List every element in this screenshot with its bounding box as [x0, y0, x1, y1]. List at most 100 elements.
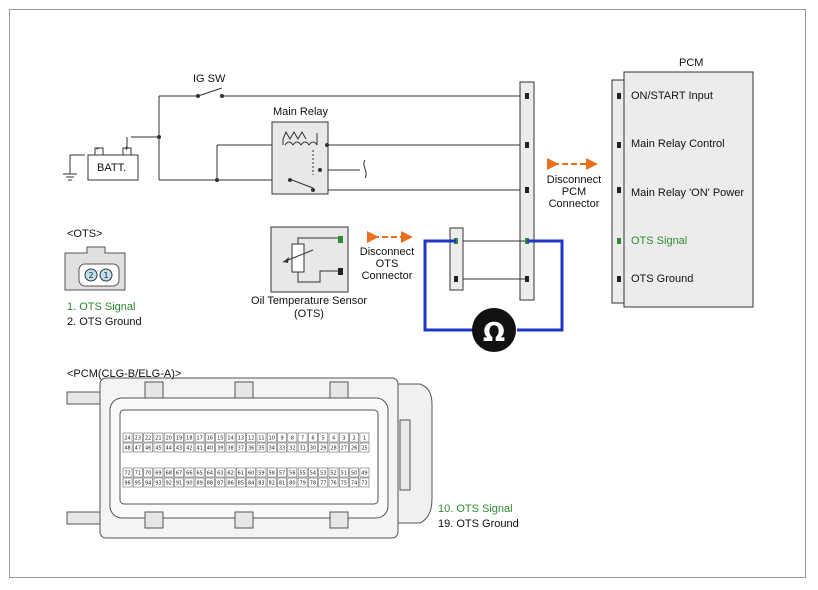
pcm-pin-cell [359, 467, 370, 478]
pcm-pin-cell [318, 467, 329, 478]
pcm-connector-face [66, 377, 433, 539]
pcm-pin-number: 95 [135, 481, 141, 487]
pcm-pin-cell [338, 432, 349, 443]
pcm-pin-number: 93 [155, 481, 161, 487]
pcm-pin-cell [246, 467, 257, 478]
pcm-pin-number: 23 [135, 436, 141, 442]
pcm-pin-cell [225, 442, 236, 453]
pcm-pin-number: 83 [258, 481, 264, 487]
pcm-pin-cell [246, 432, 257, 443]
pcm-pin-cell [236, 442, 246, 453]
pcm-pin-cell [174, 432, 184, 443]
pcm-pin-cell [143, 477, 154, 488]
pcm-pin-cell [163, 442, 174, 453]
pcm-legend-signal: 10. OTS Signal [438, 503, 513, 515]
pcm-pin-number: 52 [330, 471, 336, 477]
ohmmeter [472, 308, 516, 352]
pcm-pin-cell [174, 477, 184, 488]
pcm-pin-main-relay-on-power: Main Relay 'ON' Power [631, 187, 745, 199]
pcm-pin-number: 28 [330, 446, 336, 452]
ots-connector-face [64, 246, 126, 291]
ots-harness-connector [449, 227, 464, 291]
pcm-pin-number: 41 [196, 446, 202, 452]
pcm-pin-cell [122, 477, 133, 488]
pcm-pin-number: 94 [145, 481, 151, 487]
pcm-pin-number: 8 [291, 436, 294, 442]
pcm-pin-cell [133, 432, 143, 443]
pcm-pin-cell [277, 432, 287, 443]
pcm-pin-number: 65 [196, 471, 202, 477]
pcm-pin-cell [338, 477, 349, 488]
pcm-pin-number: 35 [258, 446, 264, 452]
pcm-pin-on-start-input: ON/START Input [631, 90, 713, 102]
pcm-pin-cell [349, 442, 360, 453]
disconnect-arrows [367, 158, 598, 243]
battery [87, 136, 159, 181]
pcm-pin-cell [174, 442, 184, 453]
pcm-pin-cell [215, 432, 226, 443]
pcm-pin-cell [266, 442, 277, 453]
pcm-pin-number: 20 [166, 436, 172, 442]
pcm-pin-number: 22 [145, 436, 151, 442]
pcm-pin-number: 32 [289, 446, 295, 452]
pcm-module [611, 71, 754, 308]
pcm-pin-number: 80 [289, 481, 295, 487]
pcm-pin-cell [163, 477, 174, 488]
pcm-pin-number: 60 [248, 471, 254, 477]
pcm-pin-number: 53 [320, 471, 326, 477]
pcm-pin-cell [194, 467, 205, 478]
pcm-pin-cell [225, 432, 236, 443]
pcm-pin-number: 2 [353, 436, 356, 442]
pcm-pin-cell [143, 432, 154, 443]
pcm-pin-number: 57 [279, 471, 285, 477]
pcm-pin-number: 77 [320, 481, 326, 487]
pcm-pin-cell [184, 432, 195, 443]
pcm-pin-cell [174, 467, 184, 478]
pcm-pin-number: 56 [289, 471, 295, 477]
pcm-pin-number: 7 [301, 436, 304, 442]
pcm-pin-number: 3 [342, 436, 345, 442]
battery-label: BATT. [97, 162, 127, 174]
pcm-pin-number: 48 [124, 446, 130, 452]
pcm-pin-number: 55 [299, 471, 305, 477]
pcm-pin-cell [349, 477, 360, 488]
pcm-pin-cell [225, 477, 236, 488]
pcm-pin-number: 47 [135, 446, 141, 452]
pcm-pin-number: 50 [351, 471, 357, 477]
pcm-pin-number: 45 [155, 446, 161, 452]
pcm-pin-number: 85 [238, 481, 244, 487]
ohmmeter-leads [423, 239, 564, 332]
pcm-pin-cell [277, 477, 287, 488]
pcm-pin-number: 69 [155, 471, 161, 477]
pcm-pin-number: 74 [351, 481, 357, 487]
diagram-frame [9, 9, 806, 578]
pcm-pin-cell [338, 442, 349, 453]
pcm-pin-number: 82 [269, 481, 275, 487]
pcm-pin-cell [236, 432, 246, 443]
pcm-pin-ots-ground: OTS Ground [631, 273, 694, 285]
pcm-pin-number: 90 [186, 481, 192, 487]
pcm-pin-cell [143, 442, 154, 453]
ig-switch-label: IG SW [193, 73, 226, 85]
ots-pin-1: 1 [103, 271, 108, 280]
pcm-pin-number: 72 [124, 471, 130, 477]
pcm-pin-number: 37 [238, 446, 244, 452]
pcm-pin-cell [256, 442, 267, 453]
pcm-pin-number: 18 [186, 436, 192, 442]
pcm-pin-cell [359, 442, 370, 453]
pcm-pin-number: 21 [155, 436, 161, 442]
pcm-pin-number: 11 [258, 436, 264, 442]
pcm-pin-cell [287, 432, 298, 443]
pcm-pin-number: 71 [135, 471, 141, 477]
pcm-pin-cell [308, 442, 318, 453]
pcm-pin-cell [184, 442, 195, 453]
pcm-pin-number: 31 [299, 446, 305, 452]
pcm-pin-cell [297, 477, 308, 488]
battery-neg: - [96, 144, 99, 153]
pcm-connector-title: <PCM(CLG-B/ELG-A)> [67, 368, 182, 380]
pcm-pin-number: 61 [238, 471, 244, 477]
pcm-pin-number: 26 [351, 446, 357, 452]
pcm-pin-number: 84 [248, 481, 254, 487]
